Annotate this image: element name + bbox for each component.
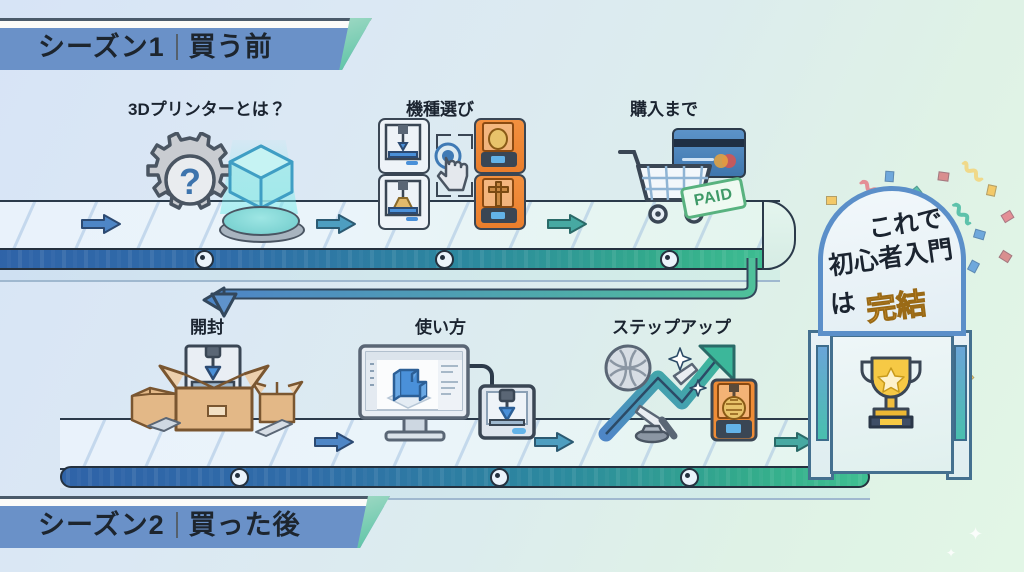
gear-icon: ? (146, 132, 232, 210)
step-label-row2-2: 使い方 (415, 318, 466, 337)
season-1-label: シーズン1 (38, 31, 165, 62)
step-label-row1-1: 3Dプリンターとは？ (128, 100, 286, 119)
shopping-cart-paid-icon: PAID (616, 126, 756, 230)
step-label-row2-3: ステップアップ (612, 318, 731, 337)
printer-card-option-4[interactable] (474, 174, 526, 230)
goal-arch: これで 初心者入門 は 完結 (800, 186, 980, 486)
printer-card-option-1[interactable] (378, 118, 430, 174)
season-2-phase: 買った後 (188, 509, 301, 540)
hologram-projector-base (219, 206, 305, 243)
season-2-label: シーズン2 (38, 509, 165, 540)
confetti-piece (826, 196, 837, 205)
belt-roller (230, 468, 249, 487)
belt-arrow-3 (546, 213, 588, 235)
goal-text-highlight: 完結 (864, 287, 929, 328)
selection-bracket (436, 182, 451, 197)
goal-text-line-2: 初心者入門 (826, 235, 955, 281)
belt-band-2 (60, 466, 870, 488)
season-1-banner-text: シーズン1 買う前 (38, 25, 273, 64)
confetti-piece (1000, 209, 1015, 224)
printer-card-option-2[interactable] (378, 174, 430, 230)
step-label-row1-2: 機種選び (406, 100, 474, 119)
flow-connector-pipe (202, 258, 758, 318)
svg-text:?: ? (179, 161, 201, 202)
printer-card-option-3[interactable] (474, 118, 526, 174)
hand-cursor-icon[interactable] (432, 140, 478, 202)
growth-arrow-tools-icon (596, 336, 762, 446)
belt-arrow-5 (533, 431, 575, 453)
belt-arrow-6 (773, 431, 815, 453)
belt-roller (195, 250, 214, 269)
belt-arrow-4 (313, 431, 355, 453)
sparkle-icon: ✦ (968, 524, 984, 544)
printer-selection-icon (378, 118, 528, 230)
confetti-piece (884, 170, 895, 183)
unboxing-printer-icon (128, 340, 310, 444)
sparkle-icon: ✦ (946, 546, 957, 560)
goal-panel (954, 345, 967, 441)
belt-arrow-2 (315, 213, 357, 235)
confetti-piece (998, 249, 1013, 264)
season-2-banner-text: シーズン2 買った後 (38, 503, 301, 542)
confetti-piece (937, 171, 950, 182)
belt-band-1 (0, 248, 780, 270)
selection-bracket (436, 134, 451, 149)
step-label-row2-1: 開封 (190, 318, 224, 337)
banner-divider (176, 512, 178, 538)
season-1-banner: シーズン1 買う前 (0, 18, 372, 70)
gear-question-hologram-icon: ? (136, 122, 306, 243)
belt-foot-1 (0, 270, 780, 282)
hologram-cube-icon (228, 144, 294, 210)
banner-divider (176, 34, 178, 60)
goal-sign-text: これで 初心者入門 は 完結 (822, 198, 962, 330)
step-label-row1-3: 購入まで (630, 100, 698, 119)
goal-arch-sign (818, 186, 966, 336)
belt-arrow-1 (80, 213, 122, 235)
confetti-piece (985, 184, 998, 197)
belt-roller (490, 468, 509, 487)
belt-roller (660, 250, 679, 269)
selection-bracket (458, 134, 473, 149)
confetti-piece (960, 153, 990, 185)
belt-roller (435, 250, 454, 269)
confetti-piece (945, 200, 974, 232)
goal-text-line-3: は (828, 288, 857, 320)
trophy-icon (860, 356, 922, 429)
goal-panel (816, 345, 829, 441)
season-2-banner: シーズン2 買った後 (0, 496, 390, 548)
computer-printer-workflow-icon (354, 340, 540, 446)
season-1-phase: 買う前 (188, 31, 273, 62)
selection-bracket (458, 182, 473, 197)
belt-roller (680, 468, 699, 487)
